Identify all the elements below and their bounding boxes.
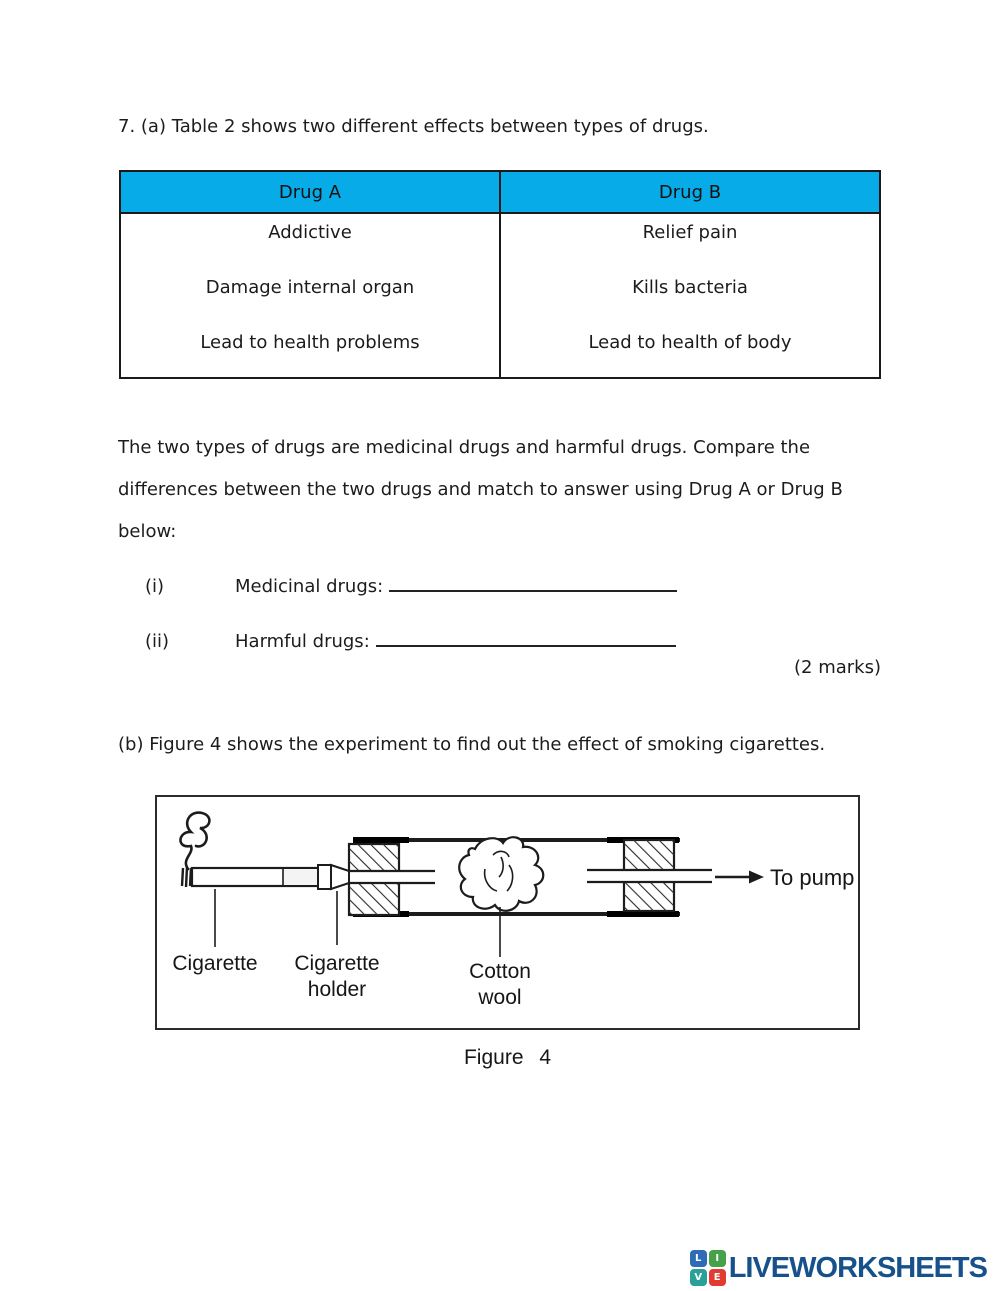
item-label: Medicinal drugs: — [235, 576, 384, 597]
logo-square-v: V — [689, 1269, 707, 1286]
question-item-medicinal: (i) Medicinal drugs: — [145, 572, 885, 597]
question-b-text: (b) Figure 4 shows the experiment to fin… — [118, 734, 826, 755]
cigarette-holder-label-line1: Cigarette — [294, 952, 379, 975]
liveworksheets-logo[interactable]: L I V E LIVEWORKSHEETS — [689, 1250, 988, 1286]
cotton-wool-label-line1: Cotton — [469, 960, 531, 983]
answer-blank-harmful-drugs[interactable] — [375, 627, 676, 647]
table-header-drug-a: Drug A — [121, 172, 501, 212]
drug-b-effect: Relief pain — [642, 222, 738, 243]
liveworksheets-logo-icon: L I V E — [689, 1250, 726, 1286]
table-cell-drug-b: Relief pain Kills bacteria Lead to healt… — [501, 214, 879, 377]
cigarette — [180, 866, 321, 888]
to-pump-arrow — [715, 870, 764, 884]
logo-square-i: I — [708, 1250, 726, 1267]
answer-blank-medicinal-drugs[interactable] — [389, 572, 678, 592]
figure-4-box: To pump Cigarette Cigarette holder Cotto… — [155, 795, 860, 1030]
table-body-row: Addictive Damage internal organ Lead to … — [121, 214, 879, 377]
left-inner-tube — [347, 869, 435, 885]
right-inner-tube — [587, 868, 712, 884]
figure-4-caption: Figure 4 — [463, 1046, 552, 1069]
to-pump-label: To pump — [770, 865, 854, 890]
table-cell-drug-a: Addictive Damage internal organ Lead to … — [121, 214, 501, 377]
paragraph-line: differences between the two drugs and ma… — [118, 479, 843, 500]
liveworksheets-brand-text: LIVEWORKSHEETS — [728, 1251, 988, 1284]
paragraph-line: below: — [118, 521, 177, 542]
cigarette-holder-label-line2: holder — [308, 978, 366, 1001]
table-2: Drug A Drug B Addictive Damage internal … — [119, 170, 881, 379]
cotton-wool — [458, 836, 545, 912]
cigarette-label: Cigarette — [172, 952, 257, 975]
drug-b-effect: Lead to health of body — [588, 332, 792, 353]
cigarette-holder — [317, 863, 350, 891]
item-numeral: (ii) — [145, 631, 170, 652]
question-item-harmful: (ii) Harmful drugs: — [145, 627, 885, 652]
drug-a-effect: Lead to health problems — [200, 332, 420, 353]
figure4-diagram: To pump Cigarette Cigarette holder Cotto… — [172, 811, 854, 1009]
instruction-paragraph: The two types of drugs are medicinal dru… — [118, 437, 918, 563]
item-label: Harmful drugs: — [235, 631, 370, 652]
smoke-squiggle — [179, 811, 211, 871]
paragraph-line: The two types of drugs are medicinal dru… — [118, 437, 811, 458]
drug-a-effect: Damage internal organ — [205, 277, 415, 298]
question-a-text: 7. (a) Table 2 shows two different effec… — [118, 116, 709, 137]
logo-square-l: L — [689, 1250, 707, 1267]
table-header-row: Drug A Drug B — [121, 172, 879, 214]
item-numeral: (i) — [145, 576, 165, 597]
drug-b-effect: Kills bacteria — [632, 277, 748, 298]
logo-square-e: E — [708, 1269, 726, 1286]
marks-label: (2 marks) — [794, 657, 881, 678]
drug-a-effect: Addictive — [268, 222, 352, 243]
cotton-wool-label-line2: wool — [477, 986, 521, 1009]
table-header-drug-b: Drug B — [658, 181, 722, 203]
